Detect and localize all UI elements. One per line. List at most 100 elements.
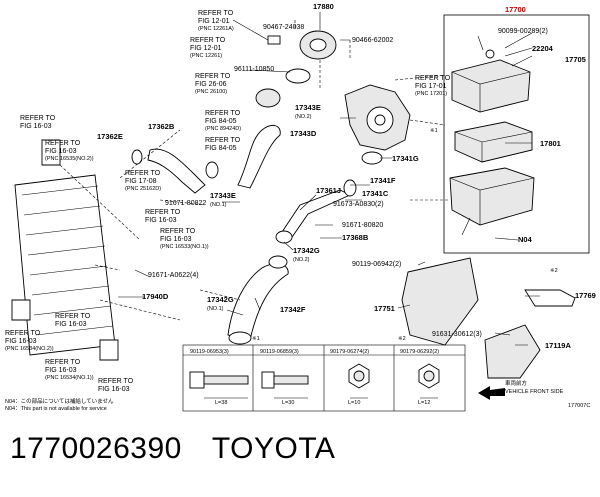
label-96111[interactable]: 96111-10850 [234,66,274,73]
front-label-en: VEHICLE FRONT SIDE [505,389,564,395]
label-22204[interactable]: 22204 [532,44,554,53]
nut-2-icon [418,363,440,399]
label-17361J[interactable]: 17361J [316,186,341,195]
ref-8-line1: REFER TO [45,140,81,147]
label-17362B[interactable]: 17362B [148,122,175,131]
ref-1-line1: REFER TO [198,10,234,17]
ref-11-line1: REFER TO [160,228,196,235]
mark-2-table: ※2 [398,335,406,342]
parts-diagram: REFER TO FIG 12-01 (PNC 12261A) REFER TO… [5,2,596,412]
label-91671-80822[interactable]: 91671-80822 [165,200,206,207]
nut-2-len: L=12 [418,400,430,406]
radiator[interactable] [14,174,116,356]
ref-11-line3: (PNC 16533(NO.1)) [160,244,209,250]
bolt-table: 90119-06953(3) 90119-06859(3) 90179-0627… [182,344,466,412]
ref-14-line2: FIG 16-03 [45,367,77,374]
intake-connector[interactable] [255,88,281,108]
label-17343E-no1[interactable]: 17343E [210,191,236,200]
label-17801[interactable]: 17801 [540,139,561,148]
ref-3-line3: (PNC 26100) [195,89,227,95]
label-17341G[interactable]: 17341G [392,154,419,163]
ref-1-line3: (PNC 12261A) [198,26,234,32]
ref-13-line2: FIG 16-03 [5,338,37,345]
ref-4-line3: (PNC 89424D) [205,126,241,132]
mark-2-right: ※2 [550,267,558,274]
air-cleaner-case[interactable] [449,167,535,226]
label-17362E[interactable]: 17362E [97,132,123,141]
hose-17342F[interactable] [227,263,289,341]
ref-12-line1: REFER TO [55,313,91,320]
label-17119A[interactable]: 17119A [545,341,571,350]
ref-7-line2: FIG 16-03 [20,123,52,130]
ref-5-line2: FIG 84-05 [205,145,237,152]
label-90119-06942[interactable]: 90119-06942(2) [352,261,401,268]
ref-labels: REFER TO FIG 12-01 (PNC 12261A) REFER TO… [5,10,451,393]
mark-1-top: ※1 [430,127,438,134]
ref-9-line3: (PNC 25162D) [125,186,161,192]
nut-1-len: L=10 [348,400,360,406]
ref-14-line1: REFER TO [45,359,81,366]
clamp-ring-96111[interactable] [285,68,311,84]
label-17705[interactable]: 17705 [565,55,586,64]
ref-11-line2: FIG 16-03 [160,236,192,243]
ref-9-line1: REFER TO [125,170,161,177]
label-N04[interactable]: N04 [518,235,533,244]
label-90099[interactable]: 90099-00289(2) [498,28,548,35]
label-17368B[interactable]: 17368B [342,233,369,242]
hose-17343D[interactable] [237,124,281,189]
mount-left[interactable] [11,299,31,321]
label-17880[interactable]: 17880 [313,2,334,11]
mark-1-table: ※1 [252,335,260,342]
label-17343E-no2-sub: (NO.2) [295,114,312,120]
label-17342G-no1[interactable]: 17342G [207,295,234,304]
label-91631[interactable]: 91631-30612(3) [432,331,482,338]
bolt-1-code[interactable]: 90119-06953(3) [190,349,229,355]
label-17341C[interactable]: 17341C [362,189,389,198]
label-17940D[interactable]: 17940D [142,292,169,301]
note-jp: N04：この部品については補給していません [5,397,114,405]
label-91673[interactable]: 91673-A0830(2) [333,201,384,208]
ref-12-line2: FIG 16-03 [55,321,87,328]
label-17342G-no2-sub: (NO.2) [293,257,310,263]
mount-bottom[interactable] [99,339,119,361]
ref-6-line2: FIG 17-01 [415,83,447,90]
label-17700[interactable]: 17700 [505,5,526,14]
label-17342G-no2[interactable]: 17342G [293,246,320,255]
label-90467[interactable]: 90467-24038 [263,24,304,31]
air-cleaner-cap[interactable] [451,59,531,113]
hose-clamp-top[interactable] [267,35,281,45]
label-91671-A0622[interactable]: 91671-A0622(4) [148,272,199,279]
label-17751[interactable]: 17751 [374,304,395,313]
bolt-3-code[interactable]: 90179-06274(2) [330,349,369,355]
ref-13-line1: REFER TO [5,330,41,337]
air-filter-element[interactable] [454,121,533,163]
label-17769[interactable]: 17769 [575,291,596,300]
bracket-17119A[interactable] [484,324,541,379]
ref-7-line1: REFER TO [20,115,56,122]
ref-15-line1: REFER TO [98,378,134,385]
bolt-1-icon [189,371,249,399]
label-17342F[interactable]: 17342F [280,305,306,314]
label-90466[interactable]: 90466-62002 [352,37,393,44]
part-number: 1770026390 [10,432,182,465]
ref-8-line3: (PNC 16535(NO.2)) [45,156,94,162]
ref-5-line1: REFER TO [205,137,241,144]
bolt-4-code[interactable]: 90179-06292(2) [400,349,439,355]
front-arrow-icon [478,386,505,400]
note-en: N04：This part is not available for servi… [5,406,107,412]
nut-1-icon [348,363,370,399]
pipe-17361J[interactable] [279,189,352,241]
bracket-17769[interactable] [524,289,576,307]
front-label-jp: 車両前方 [505,379,528,387]
label-91671-80820[interactable]: 91671-80820 [342,222,383,229]
ref-13-line3: (PNC 16534(NO.2)) [5,346,54,352]
label-17341F[interactable]: 17341F [370,176,396,185]
ref-1-line2: FIG 12-01 [198,18,230,25]
label-17343E-no2[interactable]: 17343E [295,103,321,112]
hose-17362B[interactable] [147,148,206,194]
ref-3-line1: REFER TO [195,73,231,80]
bolt-2-code[interactable]: 90119-06859(3) [260,349,299,355]
label-17343D[interactable]: 17343D [290,129,317,138]
ref-3-line2: FIG 26-06 [195,81,227,88]
